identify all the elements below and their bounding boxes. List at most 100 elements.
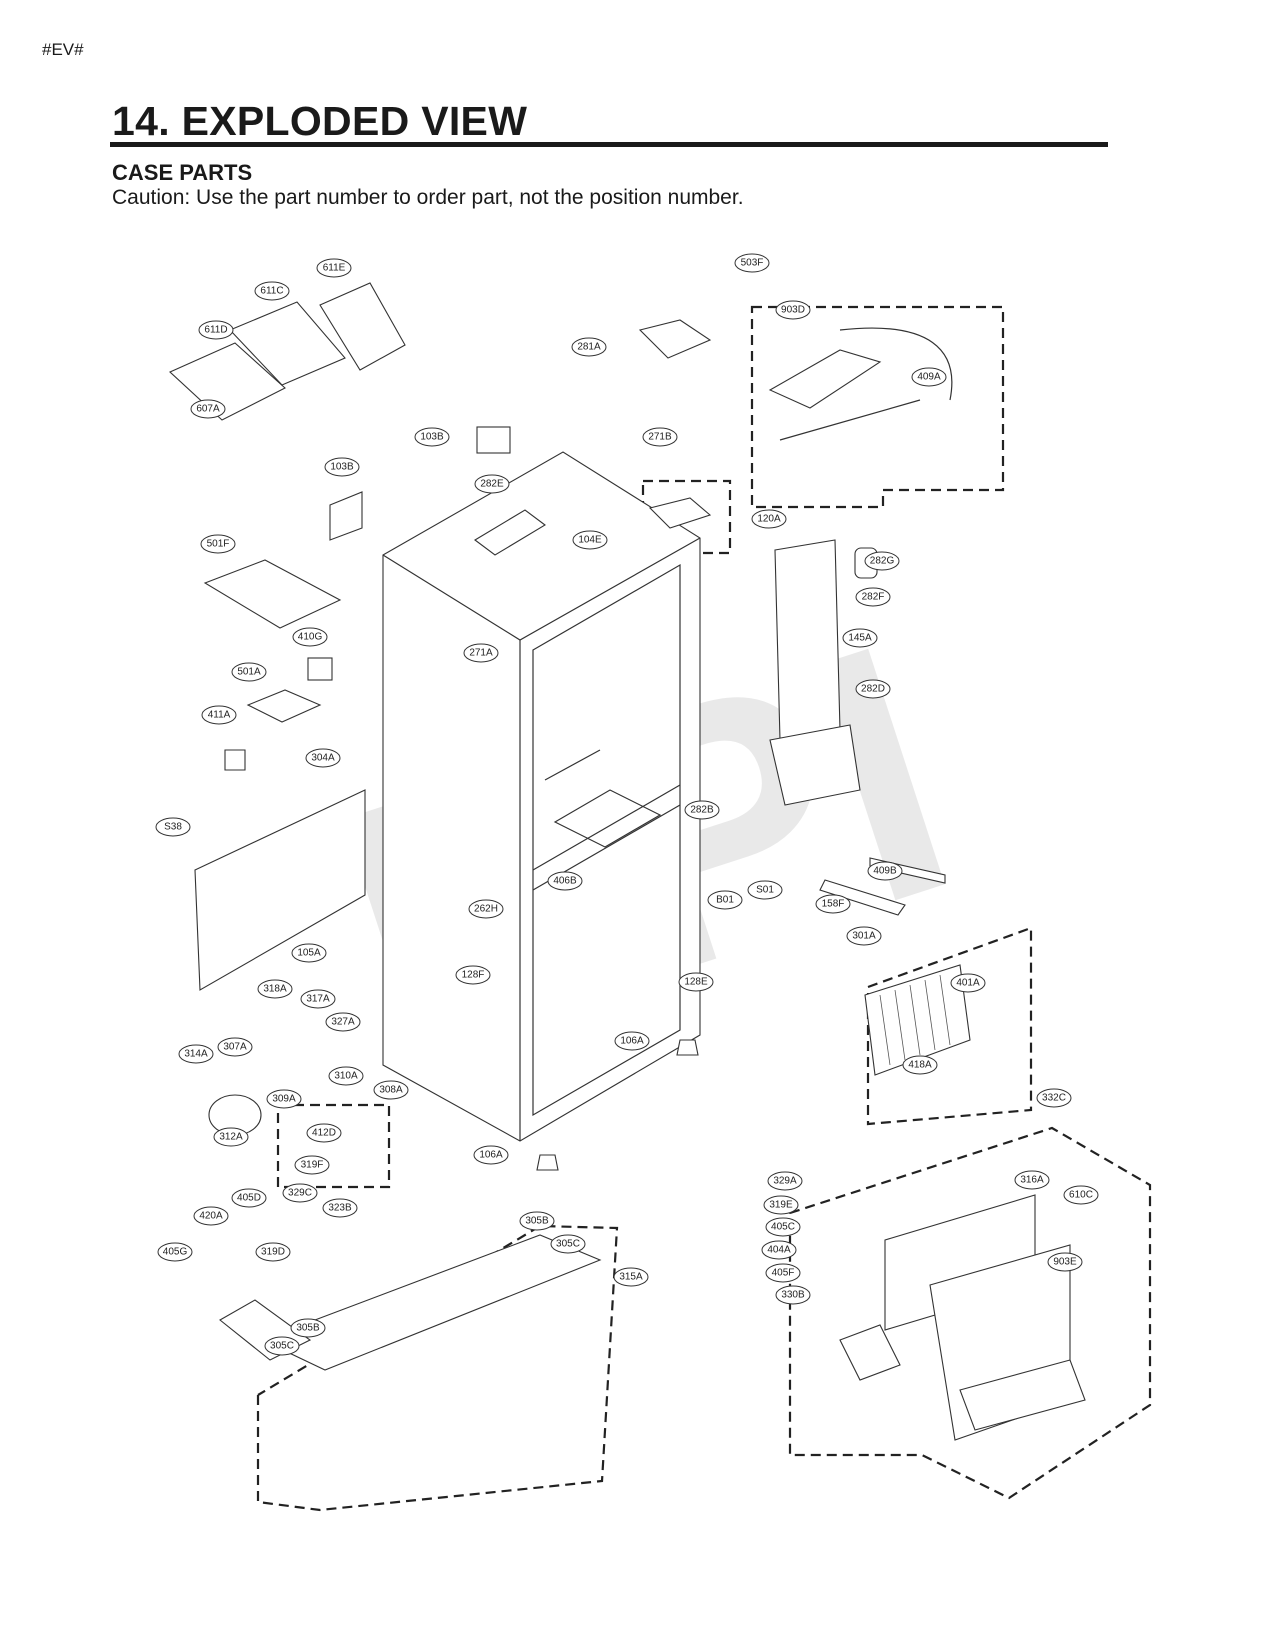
svg-text:316A: 316A: [1020, 1175, 1044, 1186]
callout-103B_top: 103B: [414, 427, 450, 447]
callout-282E: 282E: [474, 474, 510, 494]
svg-text:327A: 327A: [331, 1017, 355, 1028]
svg-text:610C: 610C: [1069, 1190, 1093, 1201]
callout-105A: 105A: [291, 943, 327, 963]
group-box-308A: [276, 1103, 391, 1189]
callout-611C: 611C: [254, 281, 290, 301]
callout-B01: B01: [707, 890, 743, 910]
svg-text:S38: S38: [164, 822, 182, 833]
callout-405G: 405G: [157, 1242, 193, 1262]
svg-text:315A: 315A: [619, 1272, 643, 1283]
svg-text:319F: 319F: [301, 1160, 324, 1171]
title-rule: [110, 142, 1108, 147]
callout-329C: 329C: [282, 1183, 318, 1203]
callout-282F: 282F: [855, 587, 891, 607]
callout-501A: 501A: [231, 662, 267, 682]
svg-text:B01: B01: [716, 895, 734, 906]
callout-106A: 106A: [473, 1145, 509, 1165]
svg-text:903E: 903E: [1053, 1257, 1077, 1268]
callout-314A: 314A: [178, 1044, 214, 1064]
callout-409A: 409A: [911, 367, 947, 387]
svg-text:329C: 329C: [288, 1188, 312, 1199]
caution-note: Caution: Use the part number to order pa…: [112, 186, 744, 209]
callout-406B: 406B: [547, 871, 583, 891]
svg-text:281A: 281A: [577, 342, 601, 353]
svg-text:128E: 128E: [684, 977, 708, 988]
svg-text:418A: 418A: [908, 1060, 932, 1071]
callout-128F: 128F: [455, 965, 491, 985]
callout-305B_l: 305B: [290, 1318, 326, 1338]
callout-106A_mid: 106A: [614, 1031, 650, 1051]
svg-text:105A: 105A: [297, 948, 321, 959]
svg-text:305C: 305C: [270, 1341, 294, 1352]
svg-text:501F: 501F: [207, 539, 230, 550]
svg-text:319E: 319E: [769, 1200, 793, 1211]
callout-315A: 315A: [613, 1267, 649, 1287]
svg-text:409A: 409A: [917, 372, 941, 383]
callout-305C_r: 305C: [550, 1234, 586, 1254]
svg-text:305C: 305C: [556, 1239, 580, 1250]
callout-305C_l: 305C: [264, 1336, 300, 1356]
svg-text:411A: 411A: [208, 710, 231, 721]
callout-405F: 405F: [765, 1263, 801, 1283]
callout-412D: 412D: [306, 1123, 342, 1143]
svg-text:128F: 128F: [462, 970, 485, 981]
svg-text:304A: 304A: [311, 753, 335, 764]
callout-309A: 309A: [266, 1089, 302, 1109]
svg-text:282D: 282D: [861, 684, 885, 695]
svg-text:611C: 611C: [260, 286, 283, 297]
callout-262H: 262H: [468, 899, 504, 919]
svg-text:318A: 318A: [263, 984, 287, 995]
svg-text:282F: 282F: [862, 592, 885, 603]
svg-text:330B: 330B: [781, 1290, 805, 1301]
svg-text:319D: 319D: [261, 1247, 285, 1258]
svg-text:106A: 106A: [479, 1150, 503, 1161]
svg-text:323B: 323B: [328, 1203, 352, 1214]
callout-304A: 304A: [305, 748, 341, 768]
svg-text:310A: 310A: [334, 1071, 358, 1082]
callout-S01: S01: [747, 880, 783, 900]
svg-text:317A: 317A: [306, 994, 330, 1005]
callout-332C: 332C: [1036, 1088, 1072, 1108]
callout-307A: 307A: [217, 1037, 253, 1057]
svg-text:405G: 405G: [163, 1247, 188, 1258]
svg-text:145A: 145A: [848, 633, 872, 644]
callout-319D: 319D: [255, 1242, 291, 1262]
callout-282B: 282B: [684, 800, 720, 820]
svg-text:410G: 410G: [298, 632, 323, 643]
svg-text:903D: 903D: [781, 305, 805, 316]
svg-text:104E: 104E: [578, 535, 602, 546]
svg-text:271B: 271B: [648, 432, 672, 443]
callout-158F: 158F: [815, 894, 851, 914]
callout-104E: 104E: [572, 530, 608, 550]
callout-323B: 323B: [322, 1198, 358, 1218]
svg-text:282B: 282B: [690, 805, 714, 816]
callout-319F: 319F: [294, 1155, 330, 1175]
callout-404A: 404A: [761, 1240, 797, 1260]
svg-text:S01: S01: [756, 885, 774, 896]
callout-329A: 329A: [767, 1171, 803, 1191]
svg-text:501A: 501A: [237, 667, 261, 678]
callout-305B_r: 305B: [519, 1211, 555, 1231]
group-box-503F: [750, 305, 1005, 509]
callout-405C: 405C: [765, 1217, 801, 1237]
svg-text:405C: 405C: [771, 1222, 795, 1233]
section-subtitle: CASE PARTS: [112, 160, 253, 185]
callout-271B: 271B: [642, 427, 678, 447]
callout-409B: 409B: [867, 861, 903, 881]
svg-text:503F: 503F: [741, 258, 764, 269]
callout-607A: 607A: [190, 399, 226, 419]
callout-310A: 310A: [328, 1066, 364, 1086]
callout-327A: 327A: [325, 1012, 361, 1032]
callout-319E: 319E: [763, 1195, 799, 1215]
callout-281A: 281A: [571, 337, 607, 357]
svg-text:158F: 158F: [822, 899, 845, 910]
svg-text:307A: 307A: [223, 1042, 247, 1053]
callout-145A: 145A: [842, 628, 878, 648]
svg-text:420A: 420A: [199, 1211, 223, 1222]
callout-330B: 330B: [775, 1285, 811, 1305]
callout-418A: 418A: [902, 1055, 938, 1075]
svg-text:120A: 120A: [757, 514, 781, 525]
